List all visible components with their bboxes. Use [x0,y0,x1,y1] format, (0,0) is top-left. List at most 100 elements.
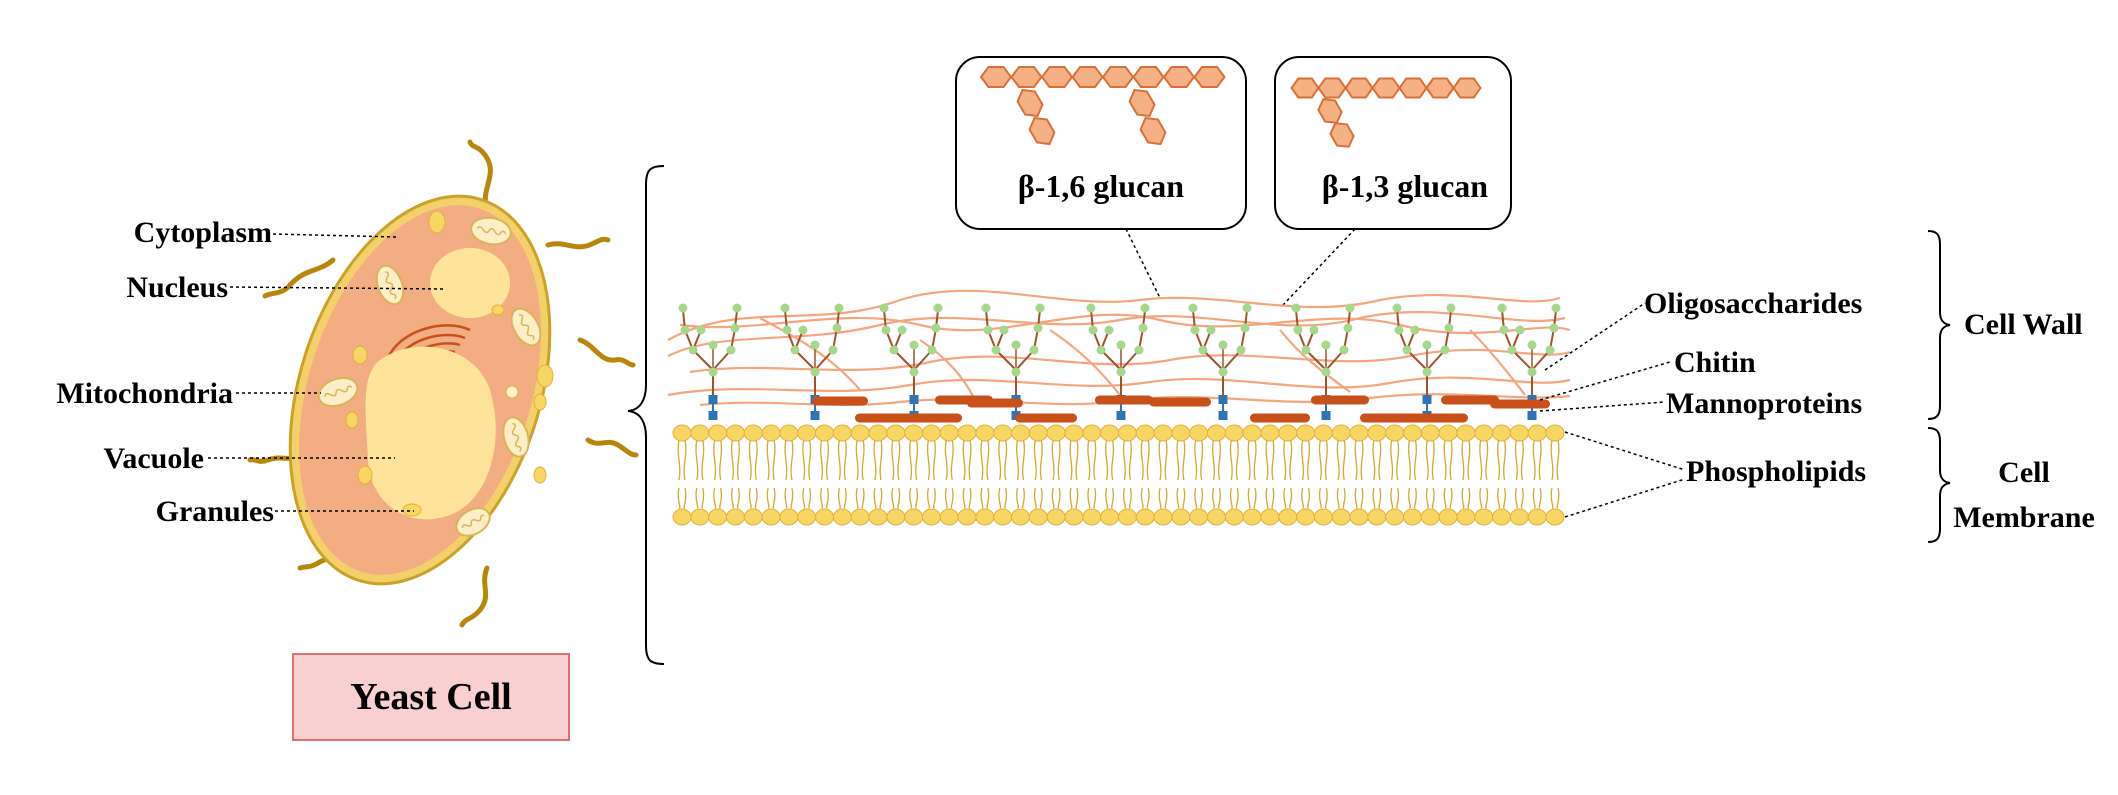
lipid-tail [1342,439,1346,481]
cell-membrane-brace [1927,427,1951,543]
lipid-tail [1253,439,1257,481]
lipid-tail [1360,487,1364,509]
lipid-head [832,508,852,526]
lipid-tail [843,439,847,481]
lipid-tail [915,487,919,509]
chitin-fiber [1441,395,1499,405]
phospholipid-molecule [832,424,852,526]
lipid-tail [1164,487,1168,509]
sugar-node [828,345,838,355]
lipid-tail [695,439,699,481]
lipid-tail [1407,439,1411,481]
lipid-head [1260,424,1280,442]
glucan-b16-box: β-1,6 glucan [955,56,1247,230]
sugar-node [1011,340,1021,350]
sugar-node [1240,323,1250,333]
lipid-tail [1229,439,1233,481]
lipid-tail [1520,487,1524,509]
lipid-tail [1176,439,1180,481]
tree-branch [794,349,816,371]
glucose-hexagon [1028,116,1056,146]
sugar-node [1497,303,1507,313]
phospholipid-molecule [690,424,710,526]
lipid-tail [683,439,687,481]
lipid-tail [879,487,883,509]
lipid-tail [826,487,830,509]
lipid-tail [1413,439,1417,481]
phospholipid-molecule [1117,424,1137,526]
label-phospholipids: Phospholipids [1686,455,1866,488]
lipid-tail [1016,487,1020,509]
lipid-tail [1051,487,1055,509]
detail-brace [627,165,665,665]
label-nucleus: Nucleus [126,271,228,304]
phospholipid-molecule [1438,424,1458,526]
phospholipid-molecule [1171,424,1191,526]
lipid-head [1296,508,1316,526]
phospholipid-molecule [1278,424,1298,526]
lipid-tail [932,487,936,509]
lipid-tail [713,487,717,509]
lipid-tail [837,439,841,481]
lipid-head [1100,424,1120,442]
lipid-head [1278,508,1298,526]
lipid-head [1313,424,1333,442]
lipid-tail [932,439,936,481]
lipid-head [1474,424,1494,442]
lipid-tail [1105,487,1109,509]
lipid-head [708,508,728,526]
phospholipid-molecule [672,424,692,526]
lipid-tail [1087,487,1091,509]
lipid-tail [1324,439,1328,481]
phospholipid-molecule [1313,424,1333,526]
phospholipid-molecule [708,424,728,526]
phospholipid-molecule [1206,424,1226,526]
lipid-tail [748,487,752,509]
lipid-tail [1140,487,1144,509]
sugar-node [790,345,800,355]
lipid-tail [915,439,919,481]
chitin-fiber [1149,397,1211,407]
lipid-head [957,508,977,526]
lipid-tail [1164,439,1168,481]
lipid-tail [980,439,984,481]
chitin-fiber [1412,413,1468,423]
lipid-head [1474,508,1494,526]
sugar-node [931,323,941,333]
phospholipid-molecule [1367,424,1387,526]
cell-leader-lines [208,233,444,512]
lipid-tail [1396,487,1400,509]
lipid-tail [1004,487,1008,509]
lipid-tail [968,487,972,509]
sugar-node [1198,345,1208,355]
lipid-tail [808,487,812,509]
lipid-tail [873,487,877,509]
lipid-tail [1461,439,1465,481]
phospholipid-molecule [939,424,959,526]
lipid-tail [1075,439,1079,481]
lipid-tail [1503,487,1507,509]
lipid-head [1402,424,1422,442]
phospholipid-molecule [1296,424,1316,526]
label-cytoplasm: Cytoplasm [134,216,272,249]
lipid-head [1420,508,1440,526]
sugar-node [678,303,688,313]
lipid-tail [1253,487,1257,509]
lipid-tail [909,487,913,509]
oligosaccharide-tree [1086,303,1150,420]
yeast-cell-illustration [247,139,639,628]
glucose-hexagon [1398,77,1428,99]
lipid-tail [1449,439,1453,481]
lipid-head [832,424,852,442]
lipid-tail [1039,439,1043,481]
lipid-head [1527,424,1547,442]
lipid-tail [1128,439,1132,481]
sugar-node [834,303,844,313]
sugar-node [1410,325,1420,335]
phospholipid-molecule [1349,424,1369,526]
lipid-tail [926,439,930,481]
lipid-tail [719,439,723,481]
label-cell-membrane-line1: Cell [1998,456,2050,489]
lipid-head [1189,424,1209,442]
